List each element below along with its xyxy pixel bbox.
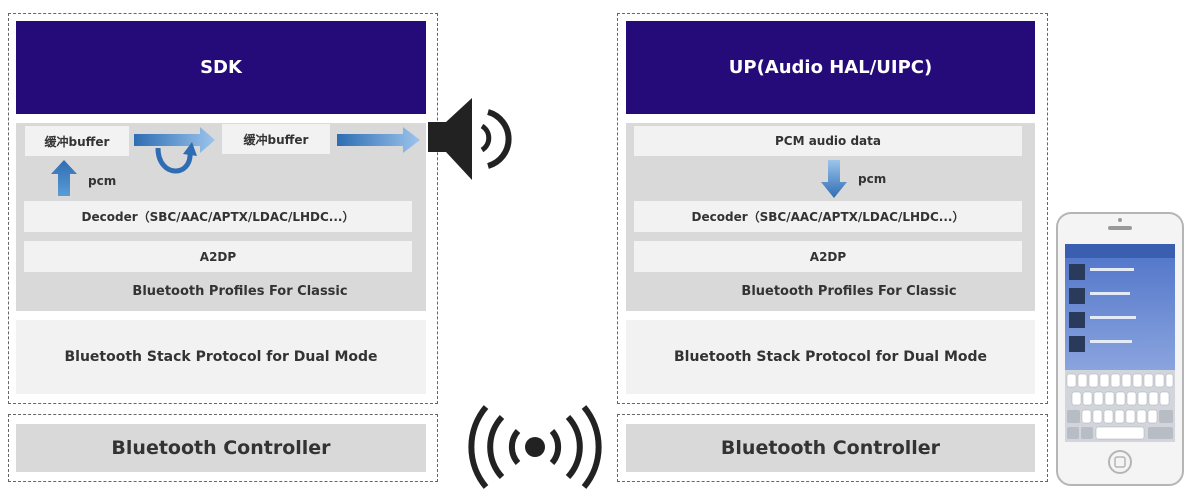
up-stack-protocol: Bluetooth Stack Protocol for Dual Mode [626,320,1035,394]
sdk-profiles-label: Bluetooth Profiles For Classic [132,283,348,299]
sdk-bluetooth-controller: Bluetooth Controller [16,424,426,472]
smartphone-icon [1056,212,1184,486]
sdk-stack-protocol: Bluetooth Stack Protocol for Dual Mode [16,320,426,394]
speaker-icon [428,98,512,180]
sdk-curved-loop-arrow [155,142,197,174]
up-pcm-label: pcm [858,172,887,186]
sdk-arrow-buffer1-to-buffer2 [134,127,215,153]
sdk-decoder-bar: Decoder（SBC/AAC/APTX/LDAC/LHDC...） [24,201,412,232]
sdk-pcm-up-arrow [51,160,77,196]
up-profiles-label: Bluetooth Profiles For Classic [741,283,957,299]
sdk-buffer-1: 缓冲buffer [25,126,129,156]
sdk-pcm-label: pcm [88,174,117,188]
up-pcm-audio-data: PCM audio data [634,126,1022,156]
sdk-title-bar: SDK [16,21,426,114]
sdk-container [8,13,438,404]
up-bluetooth-controller: Bluetooth Controller [626,424,1035,472]
sdk-controller-container [8,414,438,482]
up-pcm-down-arrow [821,160,847,198]
up-decoder-bar: Decoder（SBC/AAC/APTX/LDAC/LHDC...） [634,201,1022,232]
up-controller-container [617,414,1048,482]
wireless-signal-icon [468,405,602,489]
sdk-buffer-2: 缓冲buffer [222,124,330,154]
up-title-bar: UP(Audio HAL/UIPC) [626,21,1035,114]
up-container [617,13,1048,404]
sdk-a2dp-bar: A2DP [24,241,412,272]
up-a2dp-bar: A2DP [634,241,1022,272]
sdk-arrow-buffer2-to-speaker [337,127,420,153]
